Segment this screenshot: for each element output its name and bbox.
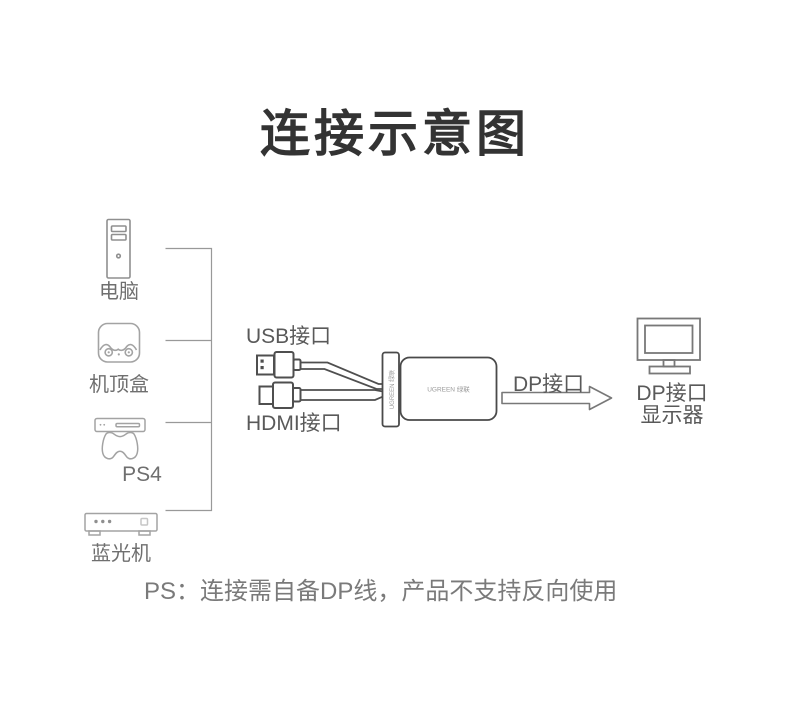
usb-plug-contacts: [260, 359, 264, 370]
computer-tower-icon: [106, 218, 131, 279]
adapter-brand-side-text: UGREEN 绿联: [388, 370, 396, 409]
dp-port-label: DP接口: [513, 373, 585, 396]
adapter-brand-text: UGREEN 绿联: [427, 385, 470, 394]
monitor-label-line1: DP接口: [636, 382, 708, 405]
device-label-settop-box: 机顶盒: [89, 374, 149, 396]
device-label-ps4: PS4: [122, 463, 162, 486]
bluray-player-icon-dots: [94, 519, 112, 524]
usb-plug-icon: [256, 351, 302, 379]
hdmi-cable: [300, 389, 384, 401]
monitor-icon: [636, 317, 701, 375]
hdmi-port-label: HDMI接口: [246, 412, 342, 435]
device-label-bluray: 蓝光机: [91, 543, 151, 565]
hdmi-plug-icon: [258, 381, 302, 409]
set-top-box-icon-dots: [107, 351, 130, 356]
bracket-lines: [165, 247, 213, 512]
usb-port-label: USB接口: [246, 325, 332, 348]
usb-cable: [300, 361, 383, 390]
ps-note: PS：连接需自备DP线，产品不支持反向使用: [144, 578, 618, 605]
dp-arrow-icon: [501, 385, 613, 411]
device-label-computer: 电脑: [99, 281, 139, 303]
ps4-icon-dots: [99, 423, 106, 426]
set-top-box-icon: [97, 322, 141, 363]
adapter-icon: [381, 351, 498, 428]
page-title: 连接示意图: [260, 106, 530, 162]
bluray-player-icon: [84, 512, 158, 536]
ps4-icon: [94, 417, 146, 460]
monitor-label-line2: 显示器: [640, 404, 704, 427]
monitor-label: DP接口 显示器: [626, 383, 718, 427]
